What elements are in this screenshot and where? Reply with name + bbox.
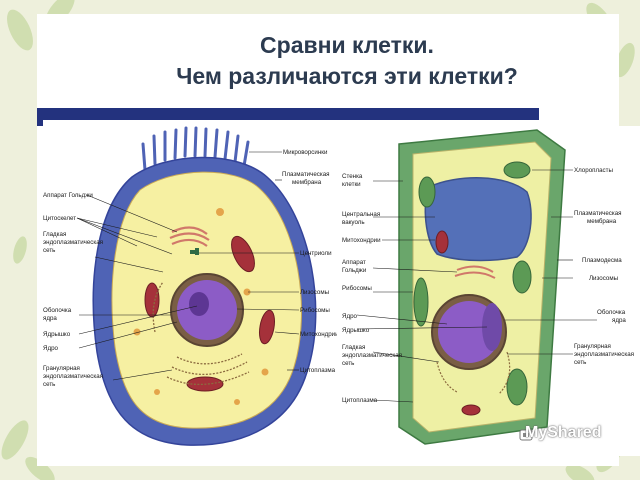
label-plant-vacuole-1: Центральная <box>342 211 380 218</box>
label-animal-smooth-er-1: Гладкая <box>43 231 66 238</box>
label-plant-cytoplasm: Цитоплазма <box>342 397 378 404</box>
label-animal-lysosomes: Лизосомы <box>300 289 330 296</box>
label-animal-cytoskeleton: Цитоскелет <box>43 215 76 222</box>
plant-central-vacuole <box>424 177 532 262</box>
myshared-logo-icon <box>519 429 533 441</box>
label-plant-ribosomes: Рибосомы <box>342 285 372 292</box>
label-plant-lysosomes: Лизосомы <box>589 275 619 282</box>
label-animal-envelope-2: ядра <box>43 315 57 322</box>
label-animal-rough-er-3: сеть <box>43 381 55 388</box>
label-animal-membrane-1: Плазматическая <box>282 171 330 178</box>
plant-chloroplasts <box>413 161 532 406</box>
animal-lysosomes <box>133 208 269 405</box>
label-animal-rough-er-2: эндоплазматическая <box>43 373 103 380</box>
label-animal-mitochondria: Митохондрии <box>300 331 339 338</box>
label-animal-nucleus: Ядро <box>43 345 59 352</box>
animal-mitochondria <box>144 235 275 392</box>
label-plant-membrane-1: Плазматическая <box>574 210 622 217</box>
label-plant-golgi-2: Гольджи <box>342 267 367 274</box>
label-animal-microvilli: Микроворсинки <box>283 149 328 156</box>
label-plant-nucleus: Ядро <box>342 313 358 320</box>
label-plant-smooth-er-3: сеть <box>342 360 354 367</box>
animal-nucleolus <box>189 292 209 316</box>
myshared-watermark: MyShared <box>525 424 602 441</box>
plant-golgi <box>454 265 496 279</box>
title-band: Сравни клетки. Чем различаются эти клетк… <box>76 15 618 110</box>
label-plant-plasmodesma: Плазмодесма <box>582 257 622 264</box>
label-animal-golgi: Аппарат Гольджи <box>43 192 93 199</box>
plant-rough-er <box>436 351 511 395</box>
plant-nucleolus <box>482 303 502 351</box>
label-plant-wall-1: Стенка <box>342 173 363 180</box>
label-plant-chloroplasts: Хлоропласты <box>574 167 613 174</box>
label-plant-rough-er-2: эндоплазматическая <box>574 351 634 358</box>
label-animal-smooth-er-2: эндоплазматическая <box>43 239 103 246</box>
label-animal-smooth-er-3: сеть <box>43 247 55 254</box>
title-underline-bar <box>37 108 539 120</box>
label-animal-membrane-2: мембрана <box>292 179 322 186</box>
label-plant-nucleolus: Ядрышко <box>342 327 370 334</box>
label-plant-mitochondria: Митохондрии <box>342 237 381 244</box>
label-plant-golgi-1: Аппарат <box>342 259 366 266</box>
title-bar-notch <box>37 120 43 130</box>
plant-mitochondria <box>435 230 481 416</box>
animal-rough-er <box>152 281 250 386</box>
label-plant-rough-er-3: сеть <box>574 359 586 366</box>
label-animal-envelope-1: Оболочка <box>43 307 72 314</box>
label-plant-wall-2: клетки <box>342 181 361 188</box>
label-plant-smooth-er-2: эндоплазматическая <box>342 352 402 359</box>
plant-cell: Стенка клетки Центральная вакуоль Митохо… <box>337 126 640 456</box>
label-plant-vacuole-2: вакуоль <box>342 219 365 226</box>
cell-comparison-diagram: Микроворсинки Плазматическая мембрана Ап… <box>37 126 640 456</box>
animal-cell: Микроворсинки Плазматическая мембрана Ап… <box>37 126 339 451</box>
slide-title-line-1: Сравни клетки. <box>260 32 434 58</box>
label-animal-nucleolus: Ядрышко <box>43 331 71 338</box>
label-plant-membrane-2: мембрана <box>587 218 617 225</box>
label-plant-envelope-2: ядра <box>612 317 626 324</box>
label-animal-ribosomes: Рибосомы <box>300 307 330 314</box>
animal-golgi <box>169 226 210 247</box>
label-animal-rough-er-1: Гранулярная <box>43 365 80 372</box>
microvilli <box>141 126 250 172</box>
animal-centrioles <box>190 248 199 255</box>
label-animal-centrioles: Центриоли <box>300 250 332 257</box>
label-plant-rough-er-1: Гранулярная <box>574 343 611 350</box>
label-animal-cytoplasm: Цитоплазма <box>300 367 336 374</box>
label-plant-envelope-1: Оболочка <box>597 309 626 316</box>
slide-title-line-2: Чем различаются эти клетки? <box>176 63 518 89</box>
label-plant-smooth-er-1: Гладкая <box>342 344 365 351</box>
